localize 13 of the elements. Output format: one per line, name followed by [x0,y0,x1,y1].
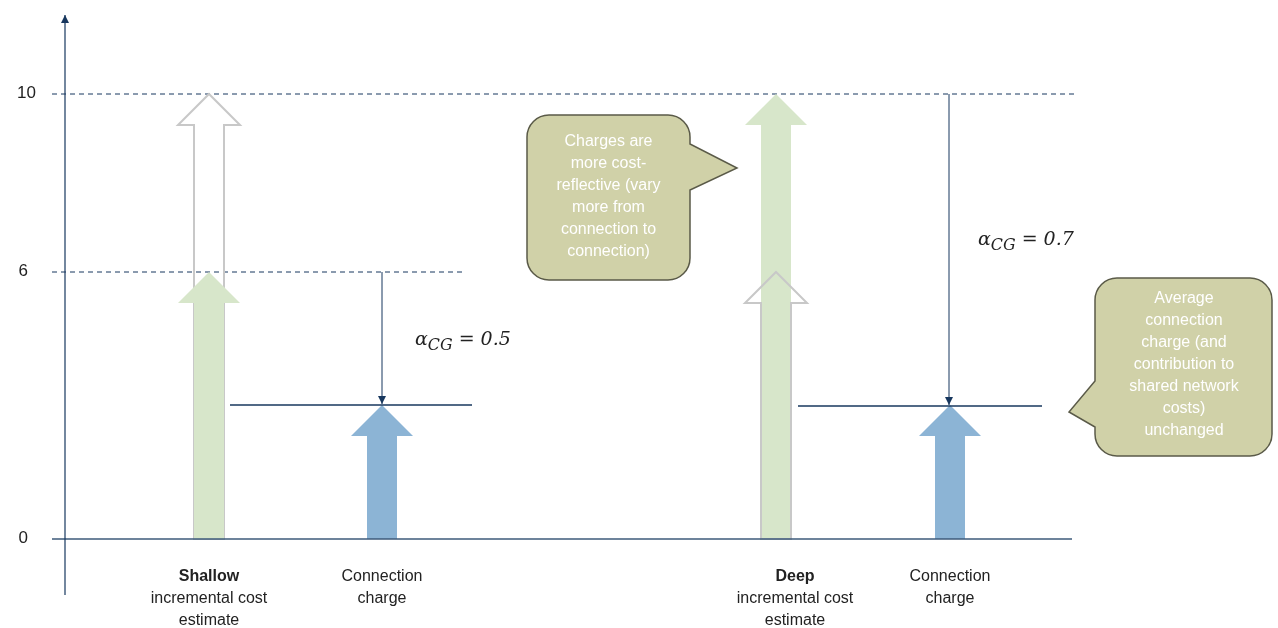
axis-tick-label: 10 [16,82,36,104]
formula-label: α$_{CG}$ = 0.7 [978,227,1075,256]
speech-bubble [526,114,740,282]
callout-text: Average connection charge (and contribution to shared network costs) unchanged [1128,288,1240,440]
formula-label: α$_{CG}$ = 0.5 [415,327,512,356]
category-label: Shallow incremental cost estimate [149,566,269,628]
axis-tick-label: 0 [17,527,28,549]
category-label: Deep incremental cost estimate [735,566,855,628]
axis-tick-label: 6 [17,260,28,282]
category-label: Connection charge [340,566,424,608]
speech-bubble [1067,277,1275,459]
callout-text: Charges are more cost-reflective (vary more from connection to connection) [555,131,662,261]
category-label: Connection charge [908,566,992,608]
